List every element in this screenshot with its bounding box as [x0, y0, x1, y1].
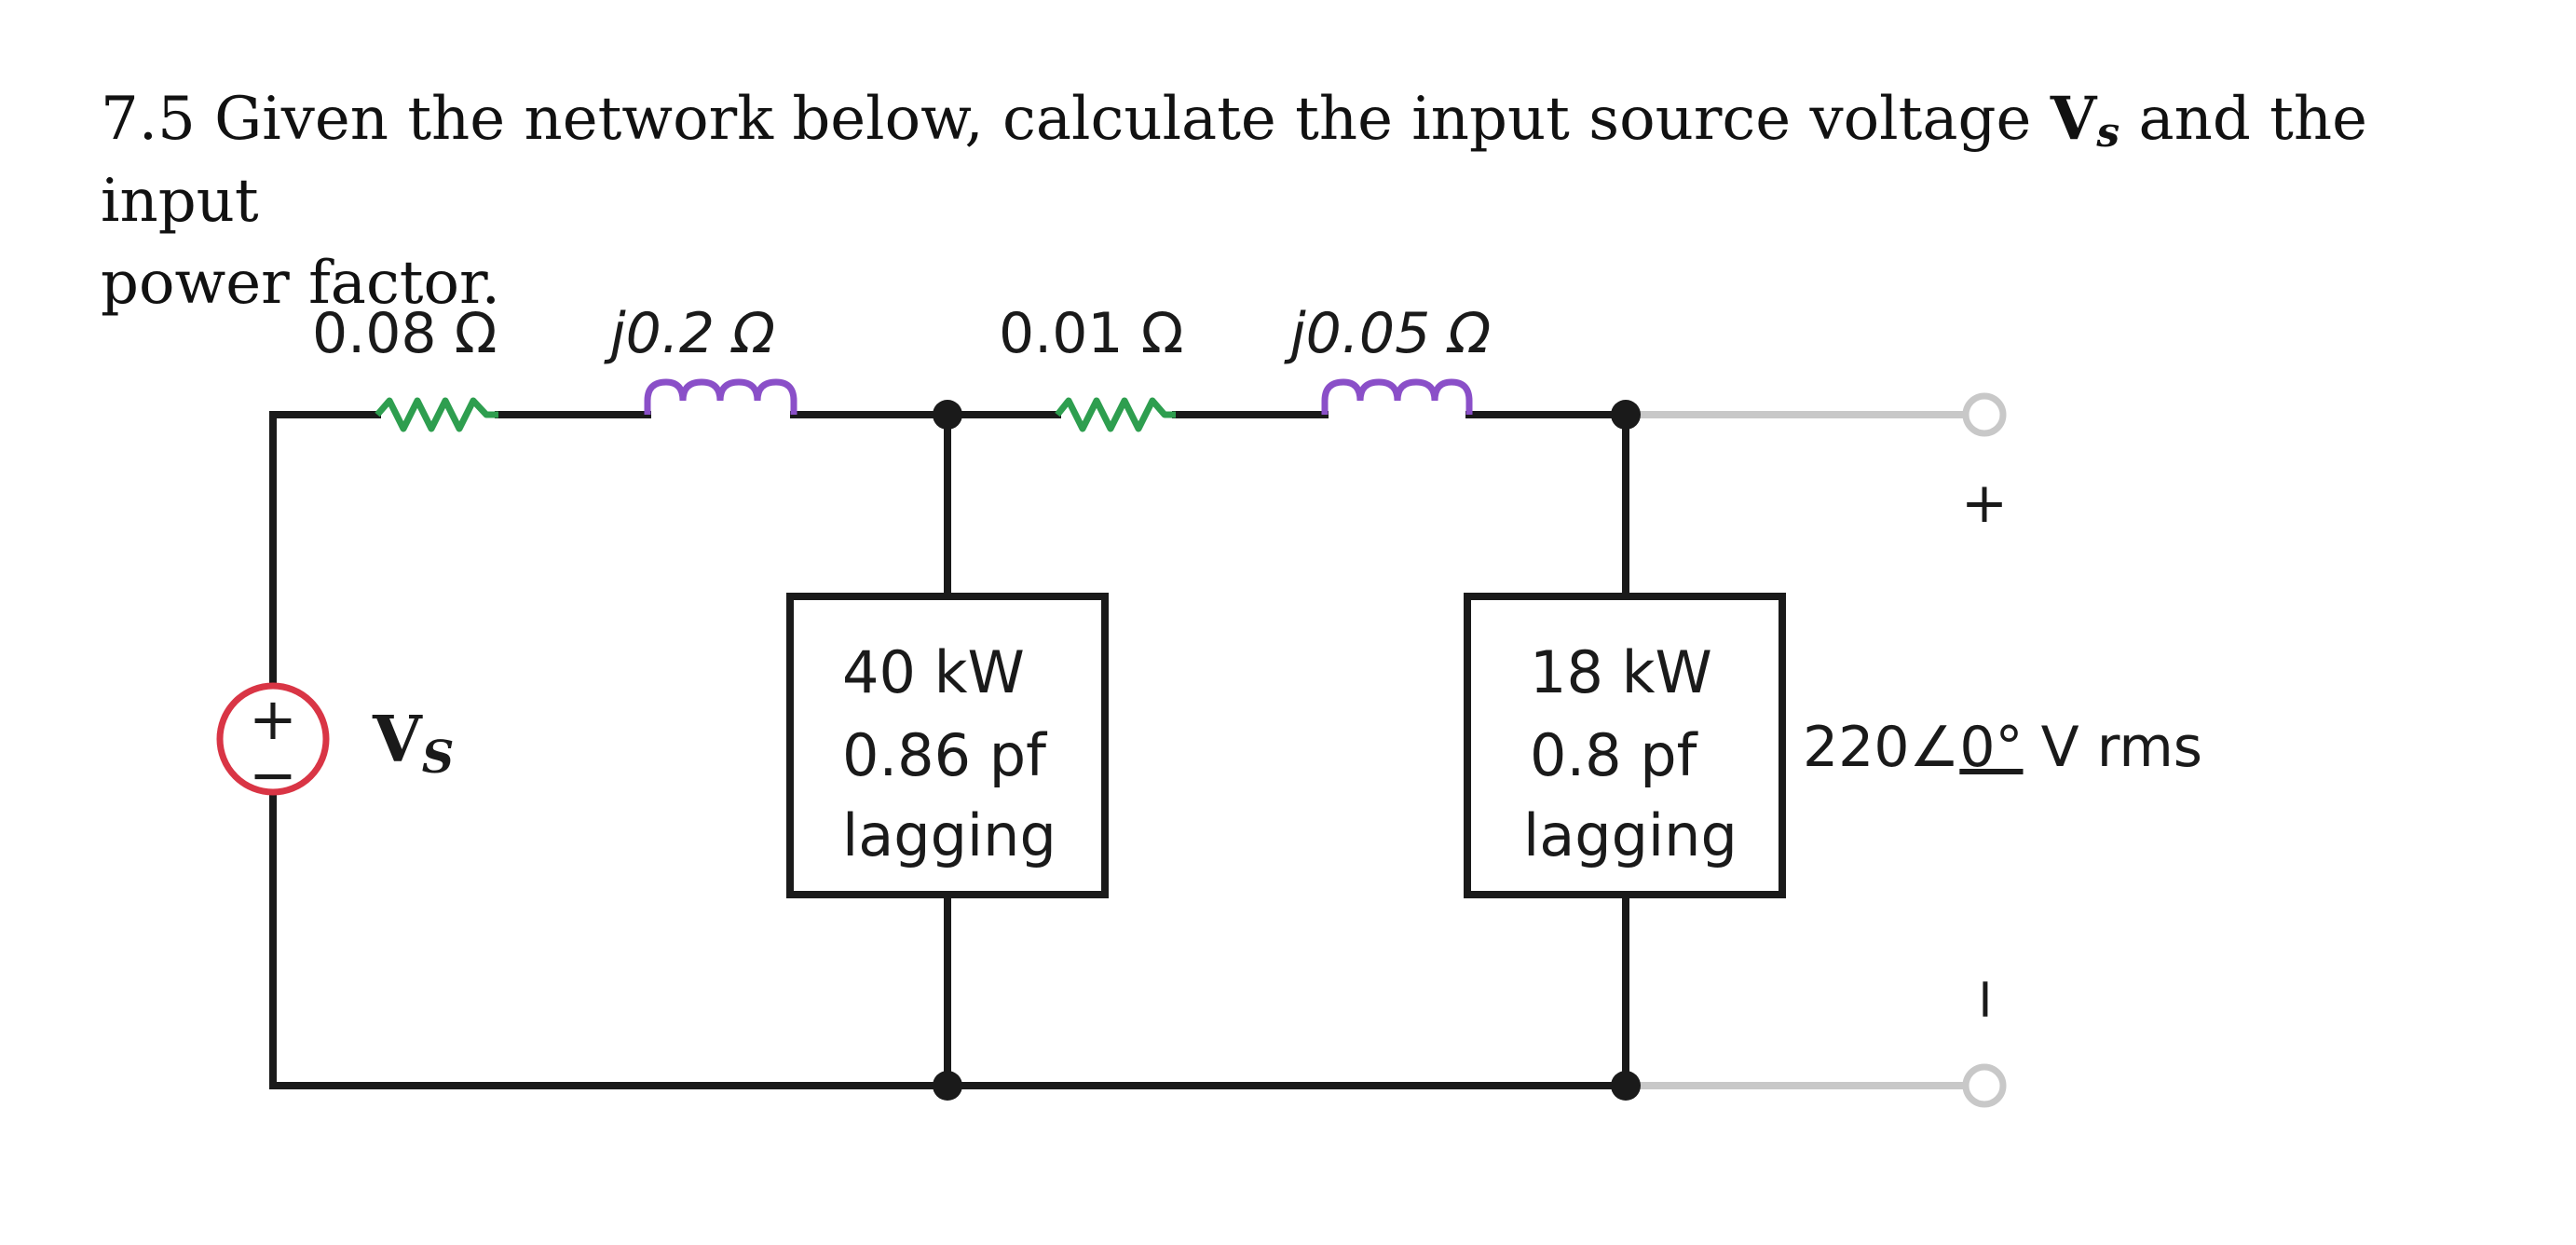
node-top-1: [933, 400, 962, 430]
terminal-plus-circle: [1962, 392, 2007, 437]
resistor-r2: [1055, 397, 1176, 432]
wire-left-bottom: [269, 788, 1629, 1089]
terminal-lines: [1626, 411, 1966, 1089]
load-voltage-label: 220∠0° V rms: [1803, 715, 2202, 780]
problem-statement: 7.5 Given the network below, calculate t…: [101, 78, 2523, 324]
wire-left-top: [269, 411, 381, 691]
label-x1: j0.2 Ω: [604, 301, 775, 366]
terminal-minus-circle: [1962, 1063, 2007, 1108]
angle-symbol: ∠: [1910, 715, 1960, 780]
resistor-r1: [375, 397, 498, 432]
label-x2: j0.05 Ω: [1284, 301, 1491, 366]
source-plus-sign: +: [249, 685, 297, 753]
terminal-plus-label: +: [1961, 471, 2008, 536]
circuit-wires: [269, 411, 1629, 1089]
problem-line2: power factor.: [101, 249, 500, 318]
problem-suffix: and the input: [101, 85, 2367, 236]
node-top-2: [1611, 400, 1641, 430]
load-box-1: [786, 593, 1109, 898]
source-label: VS: [372, 703, 454, 784]
load2-type: lagging: [1523, 801, 1738, 869]
load2-power: 18 kW: [1530, 638, 1712, 706]
inductor-l2: [1321, 378, 1473, 415]
inductor-l1: [644, 378, 797, 415]
node-bottom-2: [1611, 1071, 1641, 1101]
load1-type: lagging: [842, 801, 1056, 869]
source-minus-sign: −: [249, 741, 297, 809]
voltage-source-icon: [216, 682, 330, 796]
load1-power: 40 kW: [842, 638, 1025, 706]
vs-symbol: Vs: [2050, 84, 2120, 157]
problem-prefix: 7.5 Given the network below, calculate t…: [101, 85, 2051, 154]
node-bottom-1: [933, 1071, 962, 1101]
label-r1: 0.08 Ω: [312, 301, 497, 366]
load2-pf: 0.8 pf: [1530, 721, 1699, 789]
load-box-2: [1464, 593, 1786, 898]
terminal-minus-label: −: [1954, 976, 2019, 1022]
load1-pf: 0.86 pf: [842, 721, 1048, 789]
label-r2: 0.01 Ω: [999, 301, 1184, 366]
